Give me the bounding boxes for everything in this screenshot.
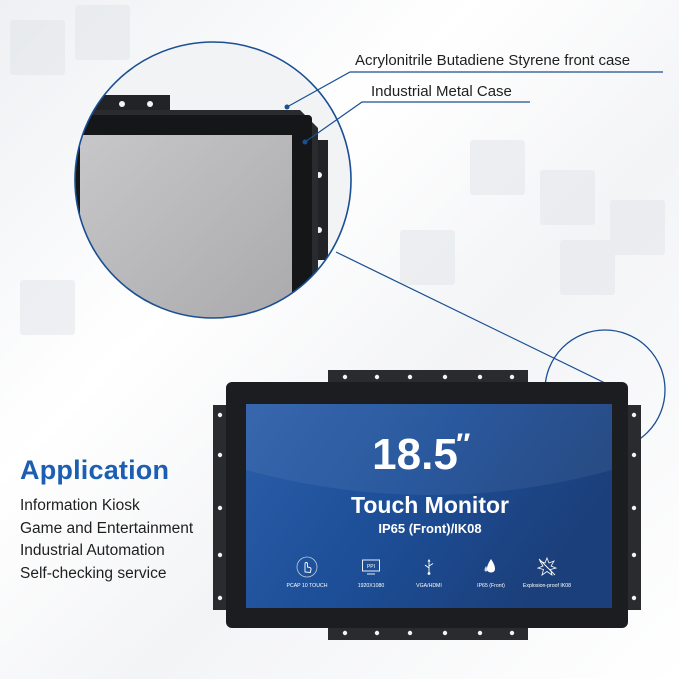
- feature-label-touch: PCAP 10 TOUCH: [286, 583, 328, 589]
- application-item: Game and Entertainment: [20, 519, 194, 537]
- callout-line-front-case: [286, 71, 663, 108]
- monitor-product: [213, 370, 641, 640]
- callout-front-case-label: Acrylonitrile Butadiene Styrene front ca…: [355, 52, 631, 69]
- screen-subtitle: IP65 (Front)/IK08: [378, 521, 482, 536]
- zoom-connector-line: [335, 251, 606, 384]
- zoom-circle-detail: [75, 42, 351, 318]
- explosion-proof-icon: [536, 556, 558, 576]
- application-list: Information Kiosk Game and Entertainment…: [20, 495, 193, 585]
- application-item: Industrial Automation: [20, 542, 165, 559]
- feature-label-waterproof: IP65 (Front): [477, 583, 505, 589]
- application-item: Self-checking service: [20, 564, 167, 582]
- callout-line-metal-case: [304, 101, 530, 143]
- water-drop-icon: [484, 559, 495, 573]
- screen-size-text: 18.5: [372, 430, 458, 479]
- feature-label-explosion-proof: Explosion-proof IK08: [522, 583, 572, 589]
- screen-size-inch-mark: ″: [456, 428, 471, 461]
- touch-icon: [296, 556, 318, 578]
- application-item: Information Kiosk: [20, 497, 140, 514]
- feature-label-resolution: 1920X1080: [357, 583, 385, 589]
- ppi-icon-text: PPI: [367, 564, 375, 570]
- zoom-circle-outline: [74, 41, 352, 319]
- usb-icon: [424, 559, 434, 575]
- application-heading: Application: [20, 455, 170, 485]
- ppi-icon: PPI: [362, 559, 380, 575]
- screen-title: Touch Monitor: [351, 492, 509, 518]
- callout-metal-case-label: Industrial Metal Case: [371, 83, 512, 100]
- feature-label-interface: VGA/HDMI: [416, 583, 442, 589]
